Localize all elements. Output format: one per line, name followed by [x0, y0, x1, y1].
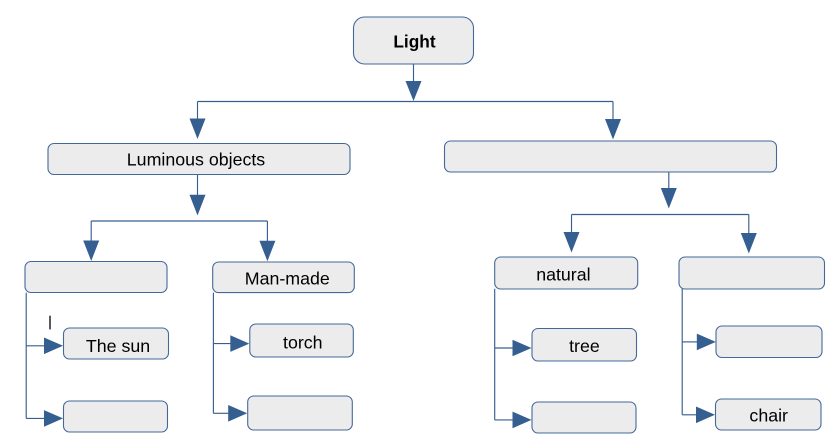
svg-text:Light: Light — [393, 32, 435, 52]
svg-text:tree: tree — [569, 336, 600, 356]
svg-text:The sun: The sun — [86, 336, 150, 356]
svg-text:Luminous objects: Luminous objects — [127, 150, 265, 170]
svg-text:Man-made: Man-made — [245, 269, 330, 289]
svg-text:chair: chair — [749, 405, 788, 425]
svg-text:torch: torch — [283, 333, 323, 353]
svg-text:natural: natural — [536, 265, 590, 285]
